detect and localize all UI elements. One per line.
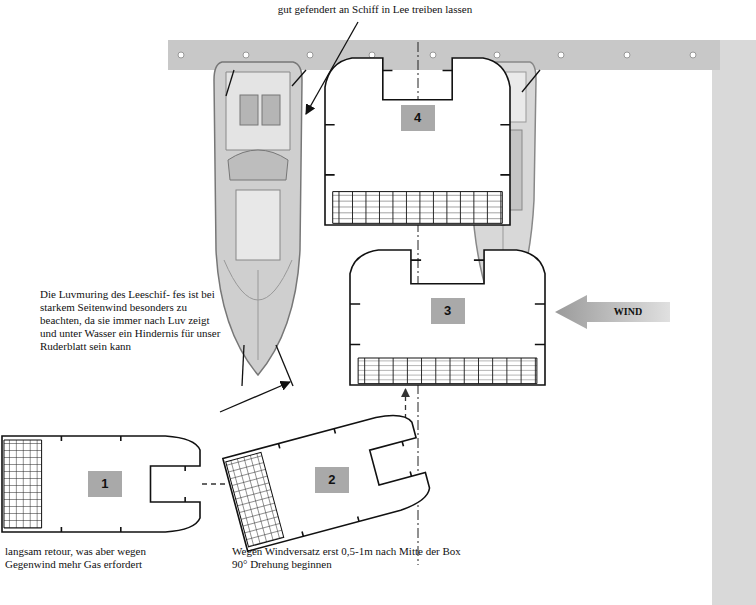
note-text: gut gefendert an Schiff in Lee treiben l… [215,3,535,16]
wind-label: WIND [590,305,666,318]
motorboat [214,62,302,375]
catamaran: 2 [232,432,424,528]
catamaran: 3 [350,250,545,385]
note-text: Wegen Windversatz erst 0,5-1m nach Mitte… [232,545,472,571]
boat-number: 1 [88,471,122,497]
catamaran: 4 [325,58,510,225]
wind-arrow [555,295,670,329]
catamaran: 1 [2,436,200,532]
boat-number: 4 [401,105,435,131]
quay-panel [712,40,756,605]
leader-line [220,382,290,412]
boat-number: 3 [431,298,465,324]
boat-number: 2 [315,467,349,493]
note-text: Die Luvmuring des Leeschif- fes ist bei … [40,288,228,353]
note-text: langsam retour, was aber wegen Gegenwind… [5,545,163,571]
catamaran-outline [325,58,510,225]
bollards [178,52,696,58]
